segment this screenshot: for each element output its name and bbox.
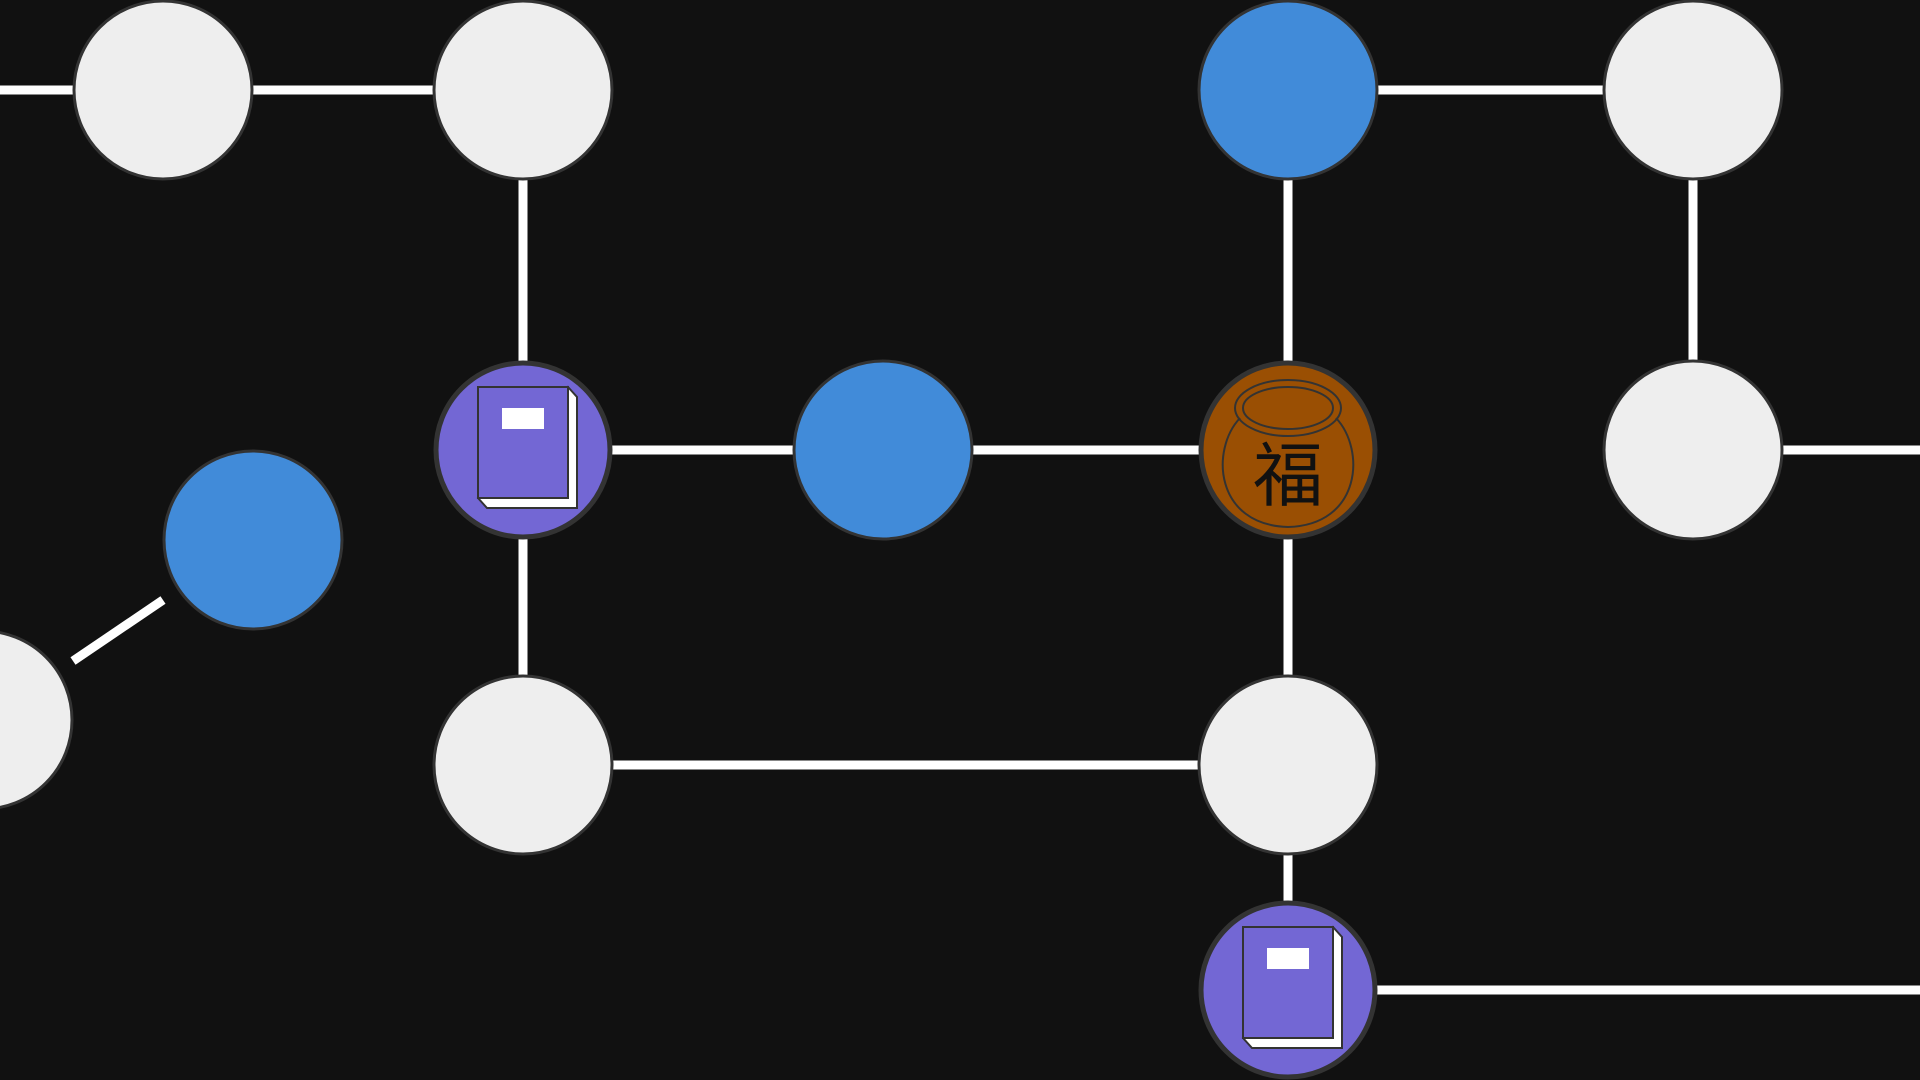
map-node-blue[interactable] — [792, 359, 974, 541]
map-node-blue[interactable] — [1197, 0, 1379, 181]
map-node-blue[interactable] — [162, 449, 344, 631]
map-node-empty[interactable] — [1602, 0, 1784, 181]
map-node-empty[interactable] — [432, 0, 614, 181]
book-icon — [1241, 925, 1343, 1049]
map-node-empty[interactable] — [0, 631, 74, 809]
map-node-book[interactable] — [433, 360, 613, 540]
map-node-fortune-pot[interactable]: 福 — [1198, 360, 1378, 540]
fortune-pot-icon — [1221, 379, 1355, 529]
edge-n9-n11 — [70, 596, 166, 665]
map-node-book[interactable] — [1198, 900, 1378, 1080]
node-layer: 福 — [0, 0, 1784, 1080]
fortune-pot-node-circle — [1198, 360, 1378, 540]
map-node-empty[interactable] — [1197, 674, 1379, 856]
map-node-empty[interactable] — [1602, 359, 1784, 541]
fortune-pot-glyph: 福 — [1253, 435, 1323, 517]
book-icon — [476, 385, 578, 509]
map-node-empty[interactable] — [432, 674, 614, 856]
map-node-empty[interactable] — [72, 0, 254, 181]
edge-layer — [0, 85, 1920, 995]
